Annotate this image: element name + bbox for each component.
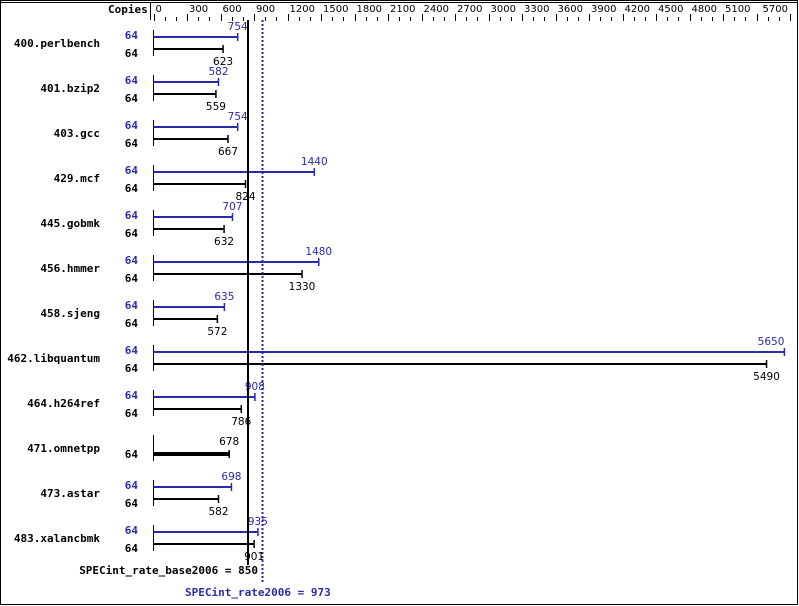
base-copies: 64 — [125, 227, 139, 240]
tick-label: 1800 — [357, 4, 382, 15]
benchmark-name: 401.bzip2 — [40, 82, 100, 95]
base-copies: 64 — [125, 272, 139, 285]
tick-label: 2700 — [457, 4, 482, 15]
tick-label: 3900 — [591, 4, 616, 15]
base-copies: 64 — [125, 407, 139, 420]
peak-value-label: 1440 — [301, 156, 328, 168]
base-value-label: 5490 — [753, 371, 780, 383]
tick-label: 3300 — [524, 4, 549, 15]
benchmark-name: 445.gobmk — [40, 217, 100, 230]
tick-label: 900 — [256, 4, 275, 15]
peak-copies: 64 — [125, 389, 139, 402]
base-value-label: 824 — [235, 191, 255, 203]
benchmark-name: 483.xalancbmk — [14, 532, 100, 545]
benchmark-row: 464.h264ref 64 908 64 786 — [27, 381, 265, 428]
benchmark-name: 462.libquantum — [7, 352, 100, 365]
base-value-label: 901 — [244, 551, 264, 563]
tick-label: 0 — [156, 4, 162, 15]
benchmark-row: 429.mcf 64 1440 64 824 — [54, 156, 328, 203]
peak-copies: 64 — [125, 479, 139, 492]
peak-value-label: 935 — [248, 516, 268, 528]
benchmark-name: 429.mcf — [54, 172, 100, 185]
benchmark-rows: 400.perlbench 64 754 64 623 401.bzip2 64 582 64 5… — [7, 21, 786, 563]
benchmark-row: 462.libquantum 64 5650 64 5490 — [7, 336, 786, 383]
benchmark-row: 473.astar 64 698 64 582 — [40, 471, 241, 518]
tick-label: 4500 — [658, 4, 683, 15]
base-copies: 64 — [125, 182, 139, 195]
base-value-label: 572 — [207, 326, 227, 338]
base-copies: 64 — [125, 542, 139, 555]
peak-value-label: 707 — [222, 201, 242, 213]
benchmark-row: 456.hmmer 64 1480 64 1330 — [40, 246, 332, 293]
base-value-label: 1330 — [289, 281, 316, 293]
base-value-label: 632 — [214, 236, 234, 248]
tick-label: 4800 — [692, 4, 717, 15]
base-value-label: 667 — [218, 146, 238, 158]
peak-copies: 64 — [125, 74, 139, 87]
benchmark-row: 401.bzip2 64 582 64 559 — [40, 66, 228, 113]
peak-value-label: 908 — [245, 381, 265, 393]
peak-copies: 64 — [125, 344, 139, 357]
tick-label: 1500 — [323, 4, 348, 15]
peak-copies: 64 — [125, 254, 139, 267]
tick-label: 300 — [189, 4, 208, 15]
benchmark-name: 458.sjeng — [40, 307, 100, 320]
benchmark-row: 403.gcc 64 754 64 667 — [54, 111, 248, 158]
base-copies: 64 — [125, 362, 139, 375]
tick-label: 4200 — [625, 4, 650, 15]
peak-value-label: 754 — [228, 21, 248, 33]
base-copies: 64 — [125, 47, 139, 60]
base-value-label: 623 — [213, 56, 233, 68]
base-copies: 64 — [125, 497, 139, 510]
peak-value-label: 754 — [228, 111, 248, 123]
peak-copies: 64 — [125, 299, 139, 312]
benchmark-name: 471.omnetpp — [27, 442, 100, 455]
peak-value-label: 698 — [221, 471, 241, 483]
base-copies: 64 — [125, 317, 139, 330]
benchmark-row: 471.omnetpp 64 678 — [27, 435, 239, 461]
peak-copies: 64 — [125, 164, 139, 177]
x-axis: 0 300 600 900 1200 1500 1800 2100 2400 2700 3000 33… — [0, 2, 797, 21]
summary-lines — [247, 20, 264, 582]
benchmark-name: 403.gcc — [54, 127, 100, 140]
peak-copies: 64 — [125, 29, 139, 42]
tick-label: 3600 — [558, 4, 583, 15]
benchmark-row: 445.gobmk 64 707 64 632 — [40, 201, 242, 248]
tick-label: 3000 — [491, 4, 516, 15]
tick-label: 5100 — [725, 4, 750, 15]
tick-label: 2400 — [424, 4, 449, 15]
base-copies: 64 — [125, 92, 139, 105]
benchmark-row: 458.sjeng 64 635 64 572 — [40, 291, 234, 338]
peak-copies: 64 — [125, 119, 139, 132]
benchmark-name: 400.perlbench — [14, 37, 100, 50]
base-value-label: 786 — [231, 416, 251, 428]
peak-value-label: 582 — [208, 66, 228, 78]
axis-label-copies: Copies — [108, 3, 148, 16]
peak-copies: 64 — [125, 524, 139, 537]
benchmark-name: 464.h264ref — [27, 397, 100, 410]
peak-summary-label: SPECint_rate2006 = 973 — [185, 586, 331, 599]
base-value-label: 678 — [219, 436, 239, 448]
tick-label: 5700 — [763, 4, 788, 15]
base-copies: 64 — [125, 137, 139, 150]
benchmark-name: 456.hmmer — [40, 262, 100, 275]
base-value-label: 559 — [206, 101, 226, 113]
benchmark-row: 400.perlbench 64 754 64 623 — [14, 21, 248, 68]
peak-value-label: 635 — [214, 291, 234, 303]
tick-label: 1200 — [290, 4, 315, 15]
tick-label: 600 — [223, 4, 242, 15]
base-copies: 64 — [125, 448, 139, 461]
peak-copies: 64 — [125, 209, 139, 222]
base-summary-label: SPECint_rate_base2006 = 850 — [79, 564, 258, 577]
peak-value-label: 1480 — [305, 246, 332, 258]
benchmark-name: 473.astar — [40, 487, 100, 500]
base-value-label: 582 — [208, 506, 228, 518]
tick-label: 2100 — [390, 4, 415, 15]
peak-value-label: 5650 — [758, 336, 785, 348]
